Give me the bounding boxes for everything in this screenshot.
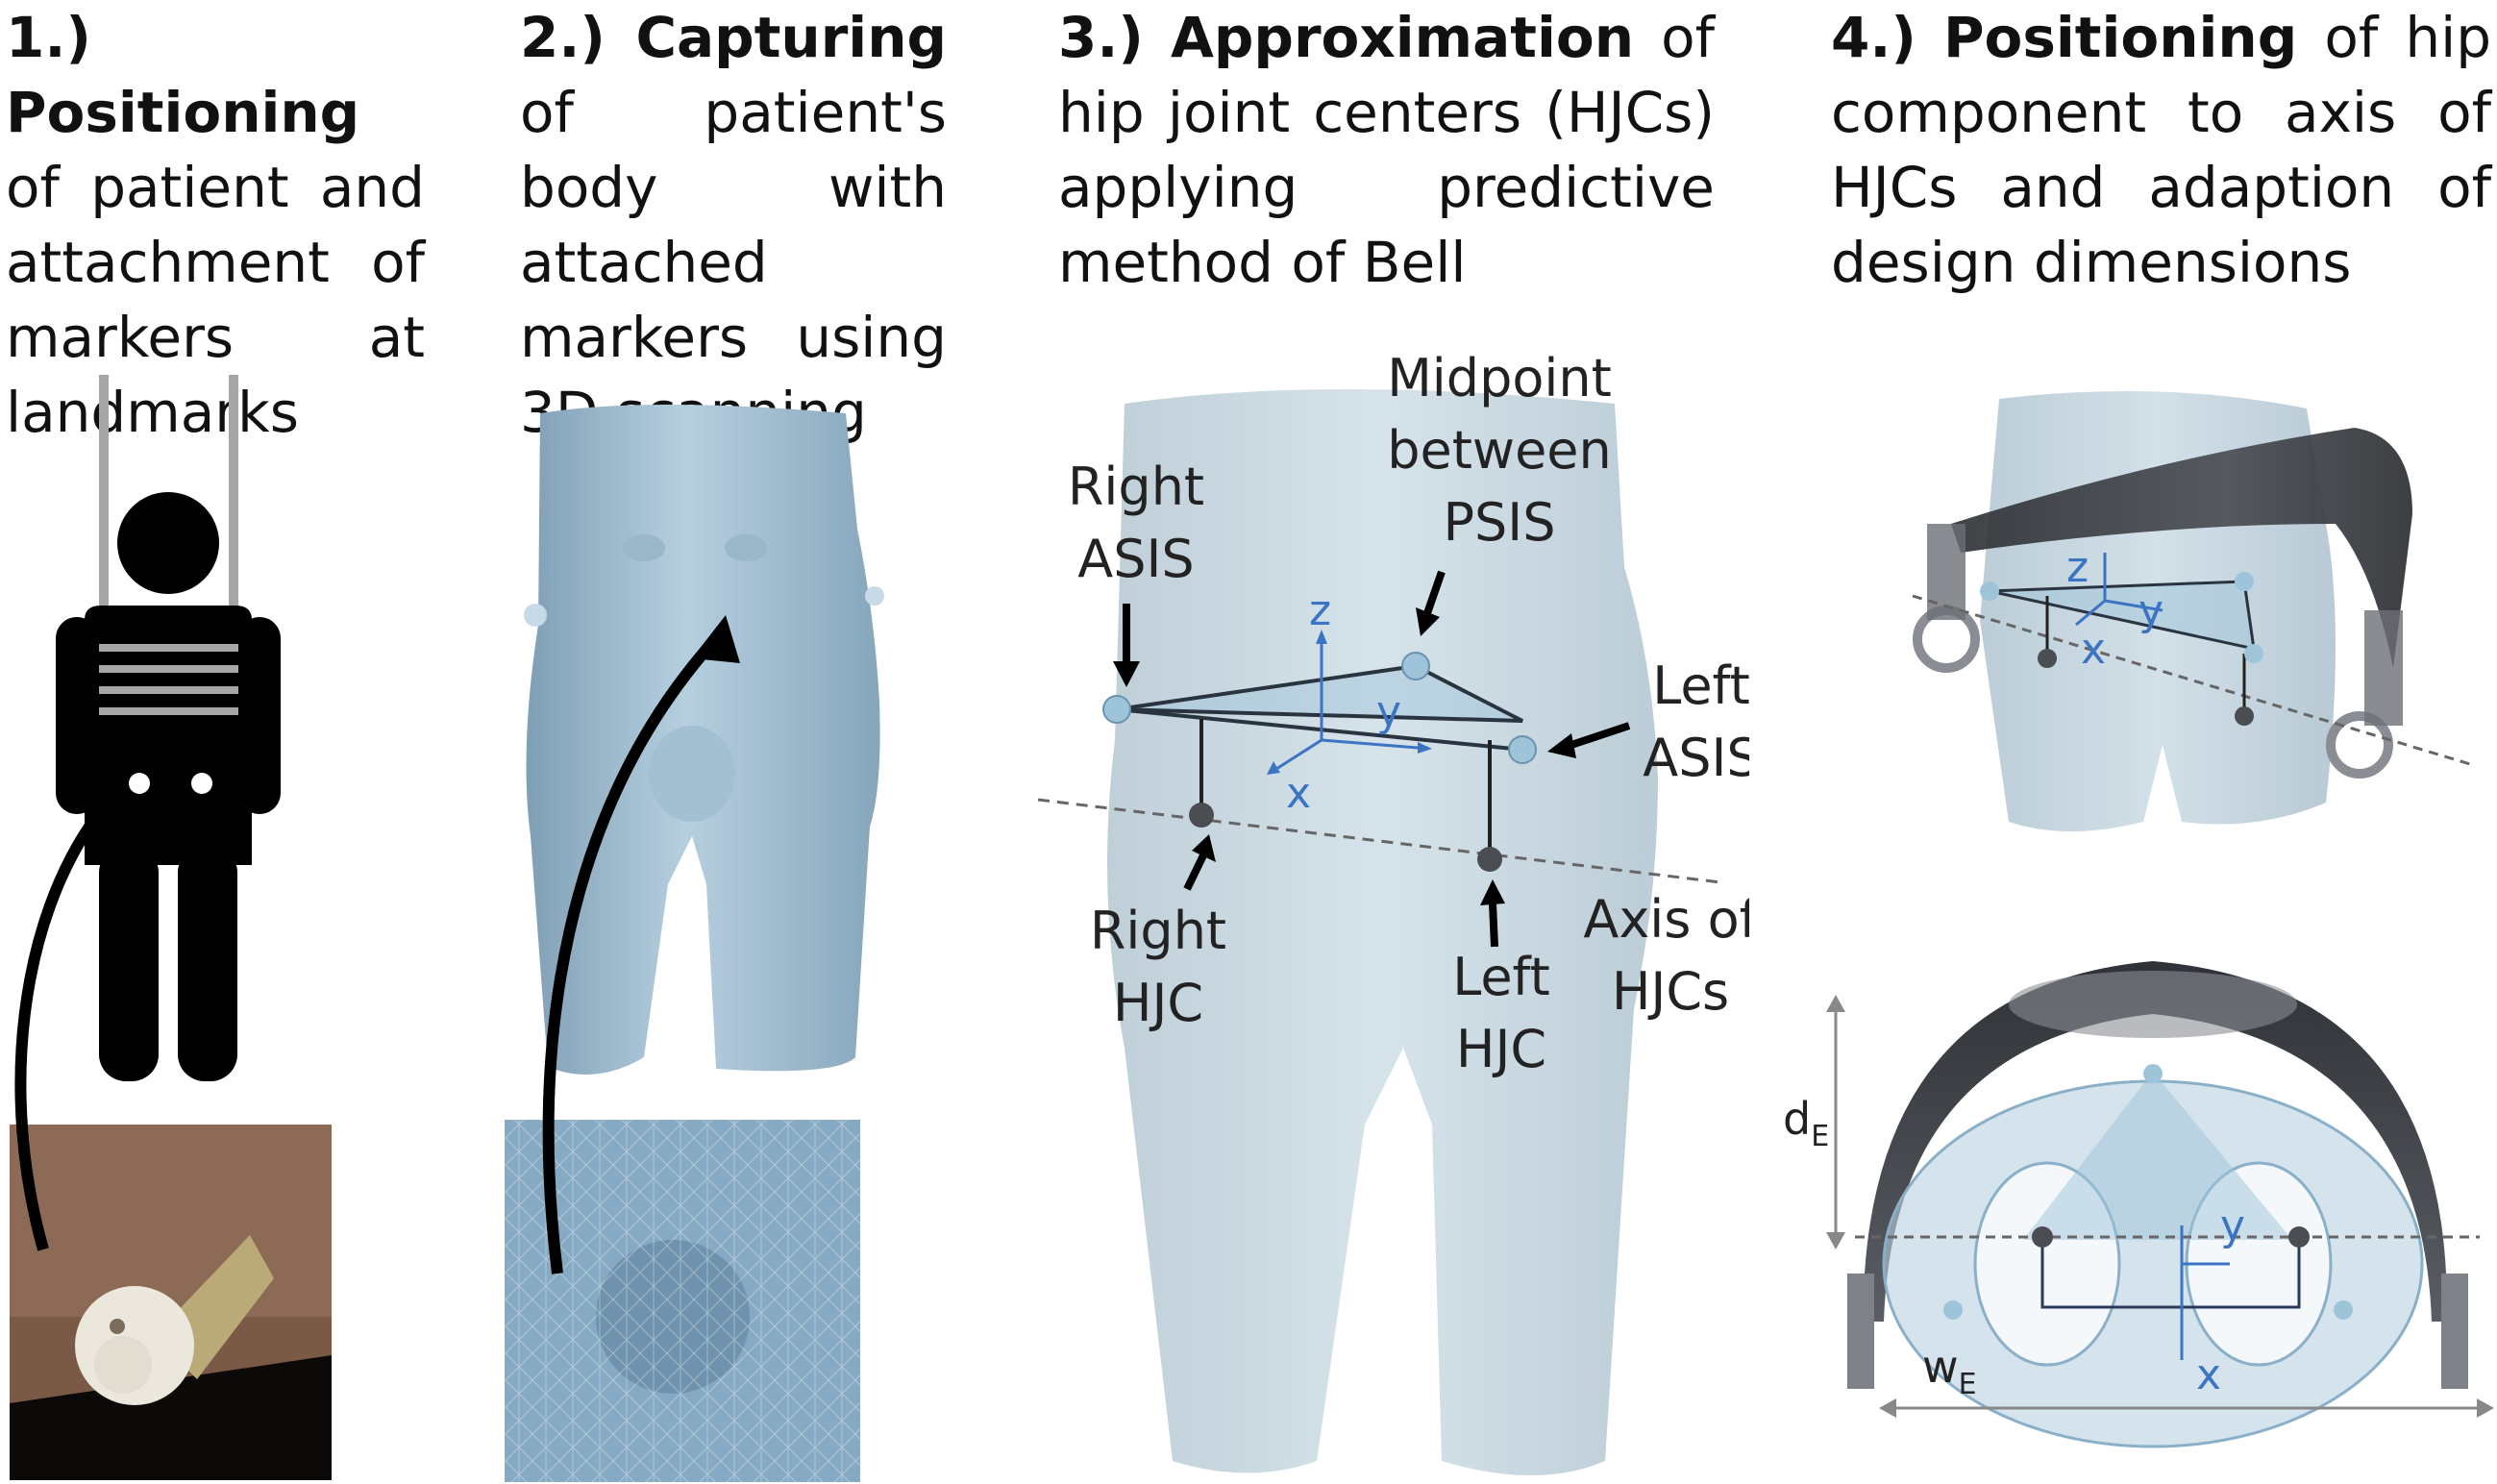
curved-arrow-icon — [542, 640, 716, 1274]
scanned-body-model — [524, 405, 884, 1075]
pelvis-cross-section — [1882, 1079, 2424, 1448]
psis-marker — [2235, 572, 2254, 591]
body-model — [1107, 389, 1658, 1475]
axis-z-label: z — [1309, 586, 1331, 635]
axis-y-label: y — [2139, 586, 2163, 635]
right-hjc-marker — [2032, 1226, 2053, 1248]
asis-line — [1116, 707, 1523, 752]
hinge-joint-left — [1913, 524, 1980, 673]
depth-label: dE — [1783, 1093, 1829, 1153]
step-3-keyword: Approximation — [1171, 5, 1634, 70]
left-asis-marker — [1508, 735, 1537, 764]
axis-x-label: x — [1286, 769, 1311, 818]
step-4-keyword: Positioning — [1943, 5, 2298, 70]
step-3-text: 3.) Approximation of hip joint centers (… — [1058, 0, 1715, 300]
left-hjc-label-line1: Left — [1452, 947, 1550, 1007]
midpoint-label-line1: Midpoint — [1387, 356, 1612, 408]
hinge-joint-right — [2326, 610, 2403, 779]
asis-marker — [2334, 1300, 2353, 1320]
axis-x-label: x — [2196, 1350, 2221, 1399]
left-asis-label-line2: ASIS — [1643, 728, 1749, 788]
step-3-figure: z y x Right ASIS Midpoint between PSIS L… — [1038, 356, 1749, 1475]
arrowhead-icon — [88, 793, 127, 836]
step-4-number: 4.) — [1831, 5, 1916, 70]
hip-component-band — [1951, 428, 2412, 668]
right-hjc-marker — [1189, 803, 1214, 828]
width-label: wE — [1922, 1341, 1977, 1401]
hinge-right — [2441, 1274, 2468, 1389]
step-4-topview-figure: y x dE wE — [1783, 961, 2494, 1448]
step-3-number: 3.) — [1058, 5, 1144, 70]
left-hjc-marker — [2235, 706, 2254, 726]
step-4-description: of hip component to axis of HJCs and ada… — [1831, 5, 2492, 295]
hjc-connector — [2040, 1237, 2301, 1309]
midpoint-label-line2: between — [1387, 420, 1612, 481]
axis-x-label: x — [2081, 625, 2106, 674]
landmark-marker-dot — [191, 773, 212, 794]
right-asis-label-line1: Right — [1068, 457, 1204, 517]
step-2-text: 2.) Capturing of patient's body with att… — [520, 0, 947, 450]
pelvic-plane — [1989, 580, 2256, 651]
axis-hjcs-label-line1: Axis of — [1583, 889, 1749, 950]
step-2-figure — [505, 405, 884, 1482]
left-asis-label-line1: Left — [1652, 655, 1749, 716]
midpoint-label-line3: PSIS — [1443, 492, 1555, 553]
hinge-left — [1847, 1274, 1874, 1389]
pelvic-plane — [1116, 663, 1523, 723]
harness-icon — [99, 375, 238, 730]
body-marker — [865, 586, 884, 606]
step-4-text: 4.) Positioning of hip component to axis… — [1831, 0, 2491, 300]
pelvic-plane — [2023, 1072, 2292, 1240]
curved-arrow-icon — [14, 813, 101, 1251]
asis-marker — [2244, 644, 2263, 663]
left-hjc-marker — [1477, 847, 1502, 872]
axis-y-label: y — [1376, 687, 1401, 736]
arrowhead-icon — [692, 615, 740, 663]
right-asis-label-line2: ASIS — [1077, 529, 1194, 589]
axis-z-label: z — [2066, 543, 2089, 592]
body-marker — [524, 604, 547, 627]
left-hjc-label-line2: HJC — [1456, 1019, 1546, 1079]
asis-marker — [1943, 1300, 1963, 1320]
right-hjc-label-line1: Right — [1090, 901, 1226, 961]
step-1-keyword: Positioning — [6, 80, 360, 145]
harness-straps — [99, 644, 238, 715]
right-asis-marker — [1102, 695, 1131, 724]
hip-component-arc — [1850, 961, 2465, 1322]
axis-hjcs-label-line2: HJCs — [1612, 961, 1729, 1022]
step-2-number: 2.) — [520, 5, 606, 70]
step-3-description: of hip joint centers (HJCs) applying pre… — [1058, 5, 1716, 295]
step-2-keyword: Capturing — [635, 5, 947, 70]
width-dimension — [1879, 1398, 2494, 1418]
right-hjc-marker — [2038, 649, 2057, 668]
step-1-description: of patient and attachment of markers at … — [6, 155, 425, 445]
right-hjc-label-line2: HJC — [1113, 973, 1203, 1033]
landmark-marker-dot — [129, 773, 150, 794]
psis-marker — [2143, 1064, 2163, 1083]
marker-photo — [10, 1125, 332, 1480]
mesh-closeup — [505, 1120, 860, 1482]
midpoint-psis-marker — [1401, 652, 1430, 680]
step-1-number: 1.) — [6, 5, 91, 70]
person-pictogram-icon — [56, 492, 281, 1081]
step-4-perspective-figure: z y x — [1912, 391, 2471, 831]
pointer-arrows — [1113, 570, 1631, 948]
asis-marker — [1980, 581, 1999, 601]
left-hjc-marker — [2288, 1226, 2310, 1248]
depth-dimension — [1826, 995, 1845, 1249]
step-1-figure — [10, 375, 332, 1480]
axis-y-label: y — [2220, 1201, 2245, 1250]
step-1-text: 1.) Positioning of patient and attachmen… — [6, 0, 425, 450]
